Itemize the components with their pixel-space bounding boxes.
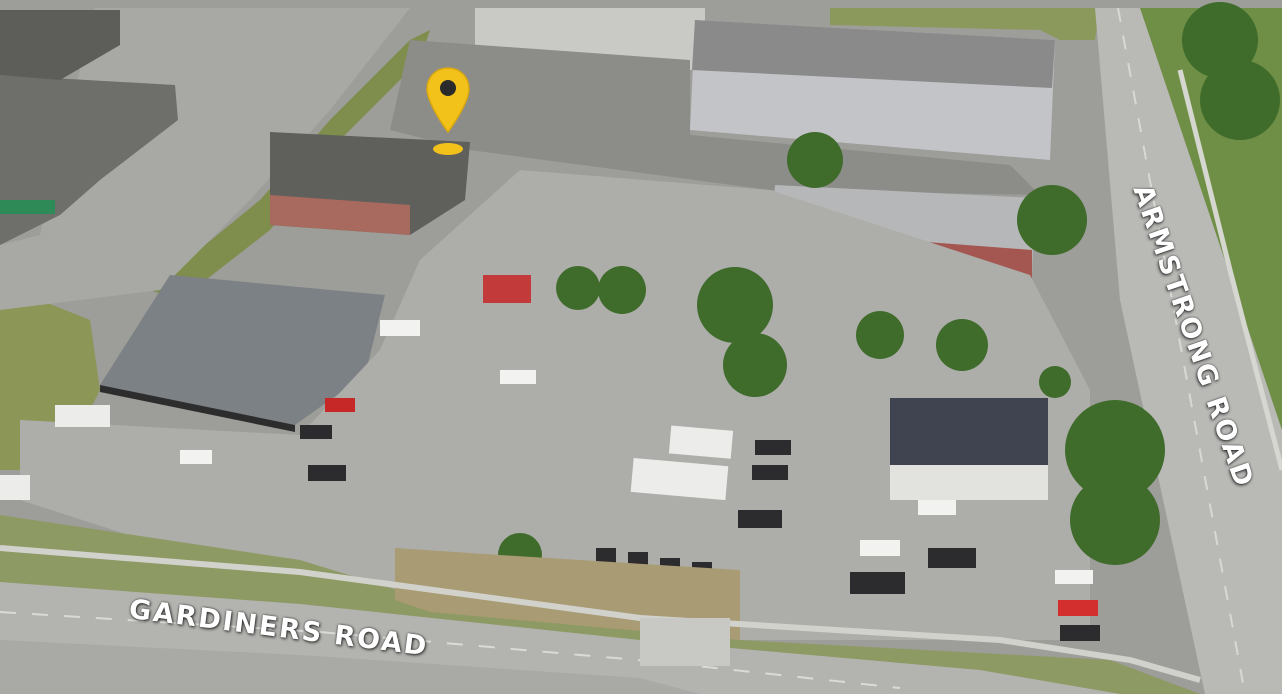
building <box>100 275 385 425</box>
trees <box>498 2 1280 577</box>
building <box>0 10 120 80</box>
grass-area <box>830 8 1100 40</box>
location-pin-icon[interactable] <box>425 66 471 158</box>
armstrong-road <box>1095 8 1282 694</box>
